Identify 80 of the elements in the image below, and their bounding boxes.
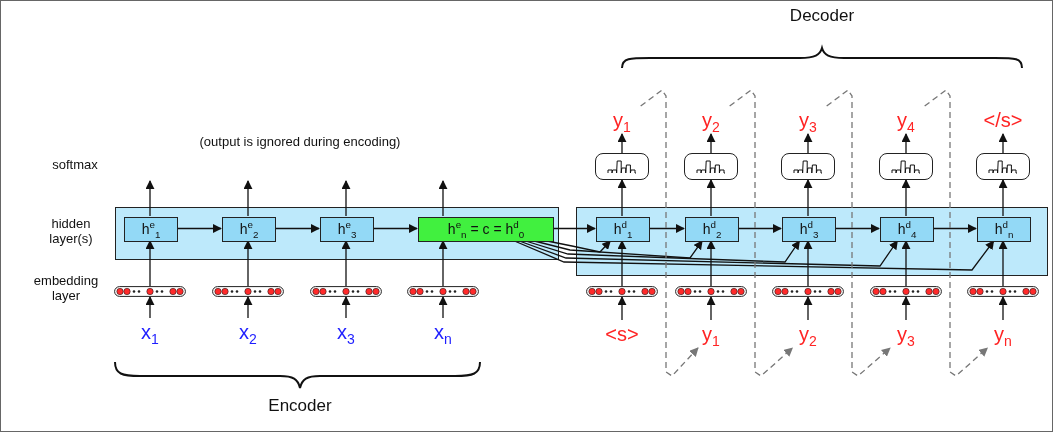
layer-band <box>115 207 559 260</box>
arrow <box>274 224 320 233</box>
arrow <box>932 224 977 233</box>
arrow <box>341 240 351 287</box>
output-token: y$_{2}$ <box>691 106 731 134</box>
arrow <box>998 296 1008 321</box>
embedding-vector-drawing <box>310 286 382 297</box>
arrow <box>243 180 253 217</box>
embedding-vector-drawing <box>212 286 284 297</box>
output-token: y$_{n}$ <box>983 320 1023 348</box>
row-label: embedding layer <box>32 274 100 304</box>
softmax-box <box>976 153 1030 180</box>
softmax-box <box>595 153 649 180</box>
arrow <box>341 296 351 319</box>
arrow <box>901 240 911 287</box>
arrow <box>998 240 1008 287</box>
arrow <box>176 224 222 233</box>
dashed-arrow <box>924 89 988 377</box>
arrow <box>243 296 253 319</box>
output-token: </s> <box>973 106 1033 134</box>
arrow <box>617 133 627 154</box>
arrow <box>803 133 813 154</box>
section-title: Encoder <box>267 396 333 416</box>
softmax-box <box>781 153 835 180</box>
dashed-arrow <box>826 89 891 377</box>
arrow <box>617 296 627 321</box>
arrow <box>998 133 1008 154</box>
input-word: x$_{1}$ <box>132 318 168 346</box>
arrow <box>372 224 418 233</box>
arrow <box>648 224 685 233</box>
dashed-arrow <box>729 89 793 377</box>
arrow <box>617 240 627 287</box>
note-text: (output is ignored during encoding) <box>198 135 402 150</box>
arrow <box>901 296 911 321</box>
embedding-vector-drawing <box>114 286 186 297</box>
output-token: y$_{4}$ <box>886 106 926 134</box>
embedding-vector-drawing <box>967 286 1039 297</box>
output-token: y$_{1}$ <box>602 106 642 134</box>
output-token: <s> <box>594 320 650 348</box>
arrow <box>243 240 253 287</box>
section-title: Decoder <box>788 6 856 26</box>
output-token: y$_{3}$ <box>788 106 828 134</box>
embedding-vector-drawing <box>407 286 479 297</box>
input-word: x$_{2}$ <box>230 318 266 346</box>
output-token: y$_{3}$ <box>886 320 926 348</box>
arrow <box>737 224 782 233</box>
input-word: x$_{3}$ <box>328 318 364 346</box>
row-label: hidden layer(s) <box>48 217 94 247</box>
arrow <box>706 179 716 217</box>
output-token: y$_{1}$ <box>691 320 731 348</box>
softmax-box <box>684 153 738 180</box>
embedding-vector-drawing <box>675 286 747 297</box>
arrow <box>438 240 448 287</box>
arrow <box>706 133 716 154</box>
arrow <box>803 296 813 321</box>
arrow <box>438 296 448 319</box>
dashed-arrow <box>640 89 699 377</box>
arrow <box>438 180 448 217</box>
arrow <box>617 179 627 217</box>
arrow <box>901 179 911 217</box>
arrow <box>998 179 1008 217</box>
layer-band <box>576 207 1048 276</box>
output-token: y$_{2}$ <box>788 320 828 348</box>
arrow <box>901 133 911 154</box>
embedding-vector-drawing <box>870 286 942 297</box>
arrow <box>341 180 351 217</box>
softmax-box <box>879 153 933 180</box>
arrow <box>145 240 155 287</box>
arrow <box>552 224 596 233</box>
arrow <box>834 224 880 233</box>
input-word: x$_{n}$ <box>425 318 461 346</box>
arrow <box>145 180 155 217</box>
embedding-vector-drawing <box>586 286 658 297</box>
arrow <box>145 296 155 319</box>
arrow <box>803 240 813 287</box>
arrow <box>706 240 716 287</box>
embedding-vector-drawing <box>772 286 844 297</box>
row-label: softmax <box>51 158 99 173</box>
arrow <box>706 296 716 321</box>
arrow <box>803 179 813 217</box>
